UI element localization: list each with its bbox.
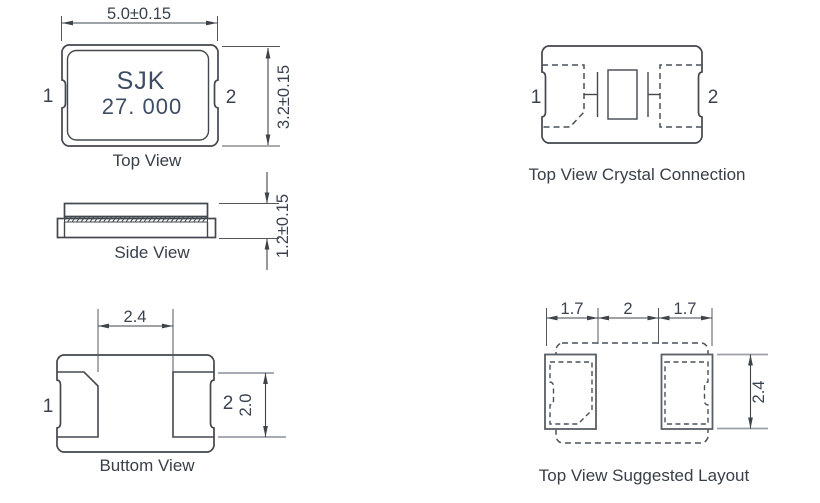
dim-pad-height-layout-text: 2.4	[750, 381, 768, 404]
land-pad1	[544, 353, 597, 430]
dim-pad-height-layout: 2.4	[717, 353, 768, 430]
side-view-caption: Side View	[114, 243, 190, 262]
dim-pad-gap: 2.4	[97, 308, 174, 372]
package-lid	[66, 49, 210, 141]
package-lid-side	[63, 202, 209, 218]
dim-width-text: 5.0±0.15	[107, 5, 171, 23]
dim-pad-width-right-text: 1.7	[674, 300, 697, 318]
bottom-view-caption: Buttom View	[99, 456, 195, 475]
dim-width: 5.0±0.15	[61, 5, 218, 41]
pad2-hidden	[659, 64, 702, 128]
package-outline	[541, 45, 703, 144]
seal-hatch	[64, 216, 208, 223]
suggested-layout-view: 1.7 2 1.7 2.4 Top View Suggested Layout	[539, 300, 768, 485]
dim-pad-gap-text: 2.4	[124, 308, 147, 326]
pad2-hidden	[664, 361, 709, 425]
side-view: 1.2±0.15 Side View	[56, 172, 292, 270]
crystal-connection-caption: Top View Crystal Connection	[528, 165, 745, 184]
pin2-label: 2	[708, 87, 719, 108]
crystal-connection-view: 1 2 Top View Crystal Connection	[528, 45, 746, 184]
dim-center-gap-text: 2	[623, 300, 632, 318]
pad2	[172, 371, 214, 438]
dim-pad-height-text: 2.0	[237, 394, 255, 417]
dim-pad-width-left-text: 1.7	[561, 300, 584, 318]
dim-thickness: 1.2±0.15	[219, 172, 292, 270]
dim-chain-top: 1.7 2 1.7	[546, 300, 713, 346]
dim-height: 3.2±0.15	[222, 46, 293, 147]
dim-pad-height: 2.0	[218, 372, 286, 438]
pad1-hidden	[542, 64, 585, 128]
pin1-label: 1	[43, 86, 54, 107]
pad1	[57, 371, 99, 438]
marking-line2: 27. 000	[102, 94, 182, 119]
top-view: SJK 27. 000 1 2 5.0±0.15 3.2±0.15 Top Vi…	[43, 5, 293, 170]
bottom-view: 1 2 2.4 2.0 Buttom View	[43, 308, 286, 475]
pad1-hidden	[549, 361, 593, 425]
package-outline	[61, 44, 219, 147]
suggested-layout-caption: Top View Suggested Layout	[539, 466, 750, 485]
pin1-label: 1	[43, 396, 54, 417]
dim-thickness-text: 1.2±0.15	[274, 194, 292, 258]
pin1-label: 1	[531, 87, 542, 108]
top-view-caption: Top View	[113, 151, 182, 170]
crystal-symbol	[584, 69, 660, 120]
land-pad2	[660, 353, 714, 430]
package-outline	[56, 354, 215, 453]
marking-line1: SJK	[117, 67, 166, 95]
pin2-label: 2	[226, 87, 237, 108]
dim-height-text: 3.2±0.15	[275, 65, 293, 129]
pin2-label: 2	[223, 393, 234, 414]
